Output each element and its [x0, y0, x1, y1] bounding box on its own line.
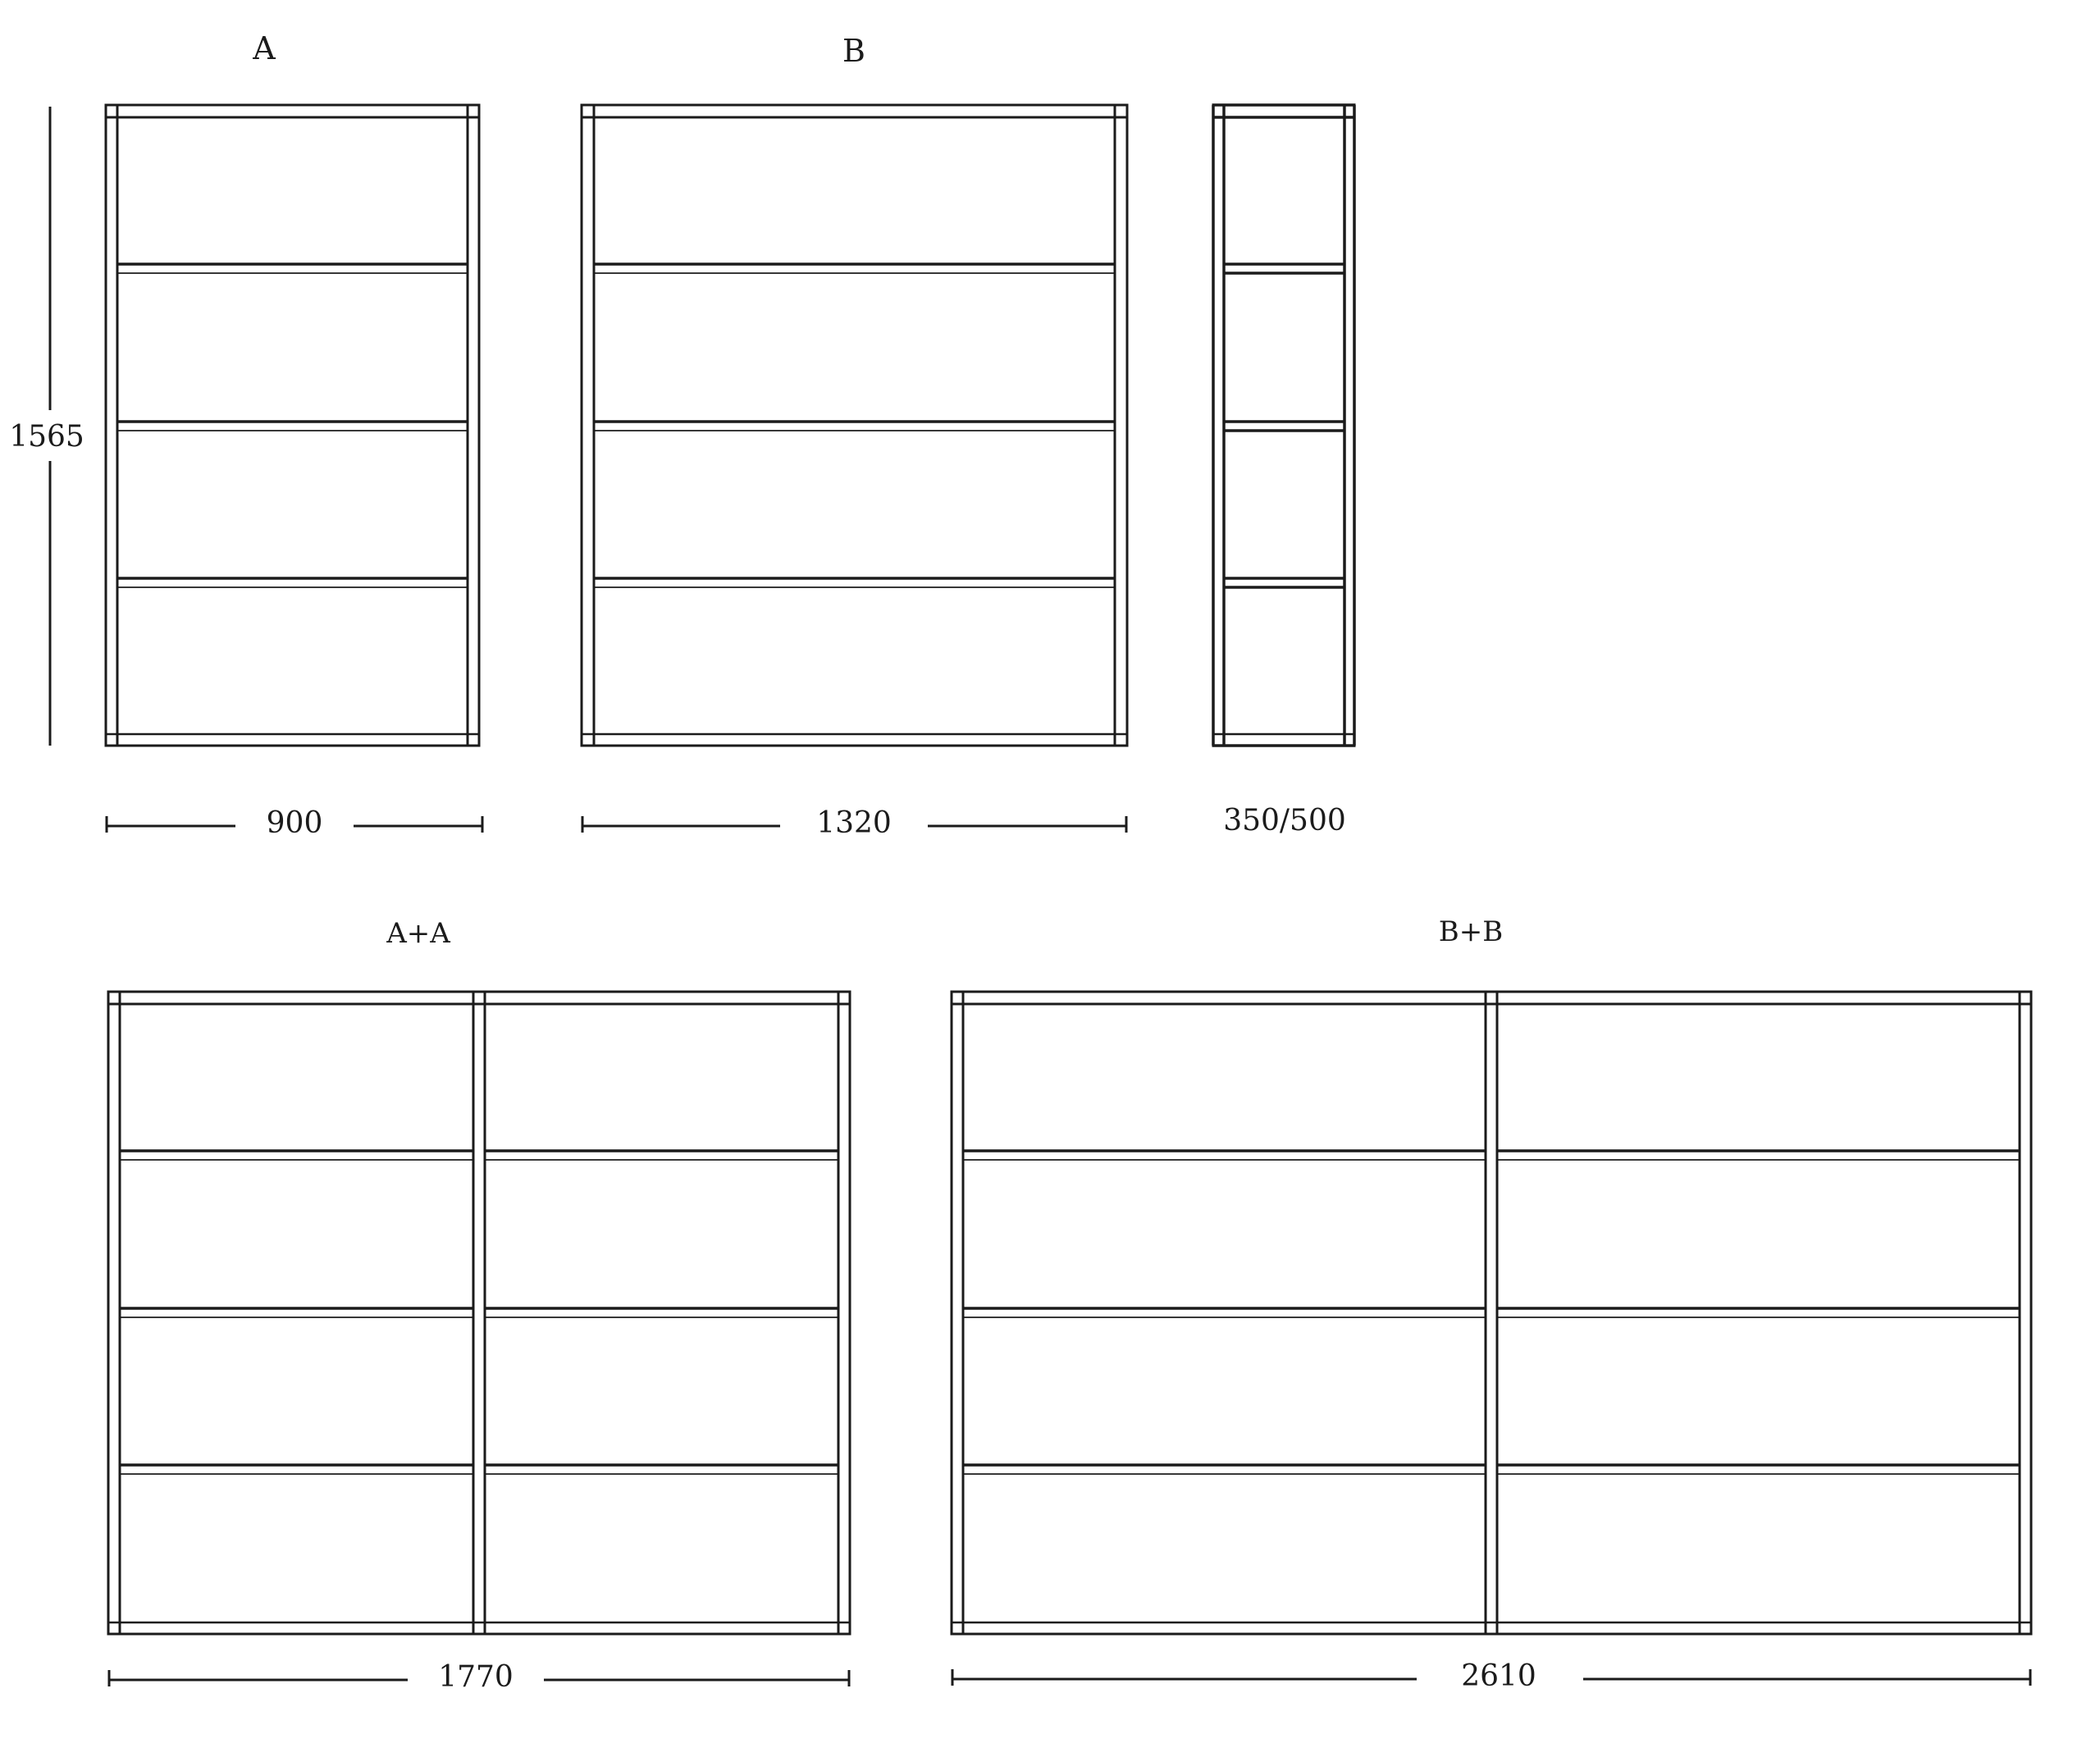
unit-b-drawing — [580, 103, 1129, 747]
dim-width-a-line — [105, 816, 484, 833]
dim-width-b-line — [581, 816, 1128, 833]
combo-bb-label: B+B — [1439, 915, 1503, 948]
unit-bb-drawing — [950, 990, 2033, 1636]
dim-height-value: 1565 — [9, 420, 84, 454]
dim-width-bb-line — [951, 1669, 2032, 1686]
unit-a-label: A — [252, 30, 276, 66]
unit-a-drawing — [104, 103, 481, 747]
side-depth-value: 350/500 — [1223, 804, 1346, 837]
unit-b-label: B — [842, 33, 865, 69]
dim-width-aa-line — [107, 1670, 851, 1686]
dim-width-b-value: 1320 — [816, 806, 892, 840]
unit-aa-drawing — [107, 990, 851, 1636]
dim-width-aa-value: 1770 — [438, 1660, 514, 1694]
dim-width-bb-value: 2610 — [1461, 1659, 1536, 1693]
combo-aa-label: A+A — [386, 917, 450, 950]
dim-width-a-value: 900 — [267, 806, 323, 840]
unit-side-drawing — [1212, 103, 1356, 747]
